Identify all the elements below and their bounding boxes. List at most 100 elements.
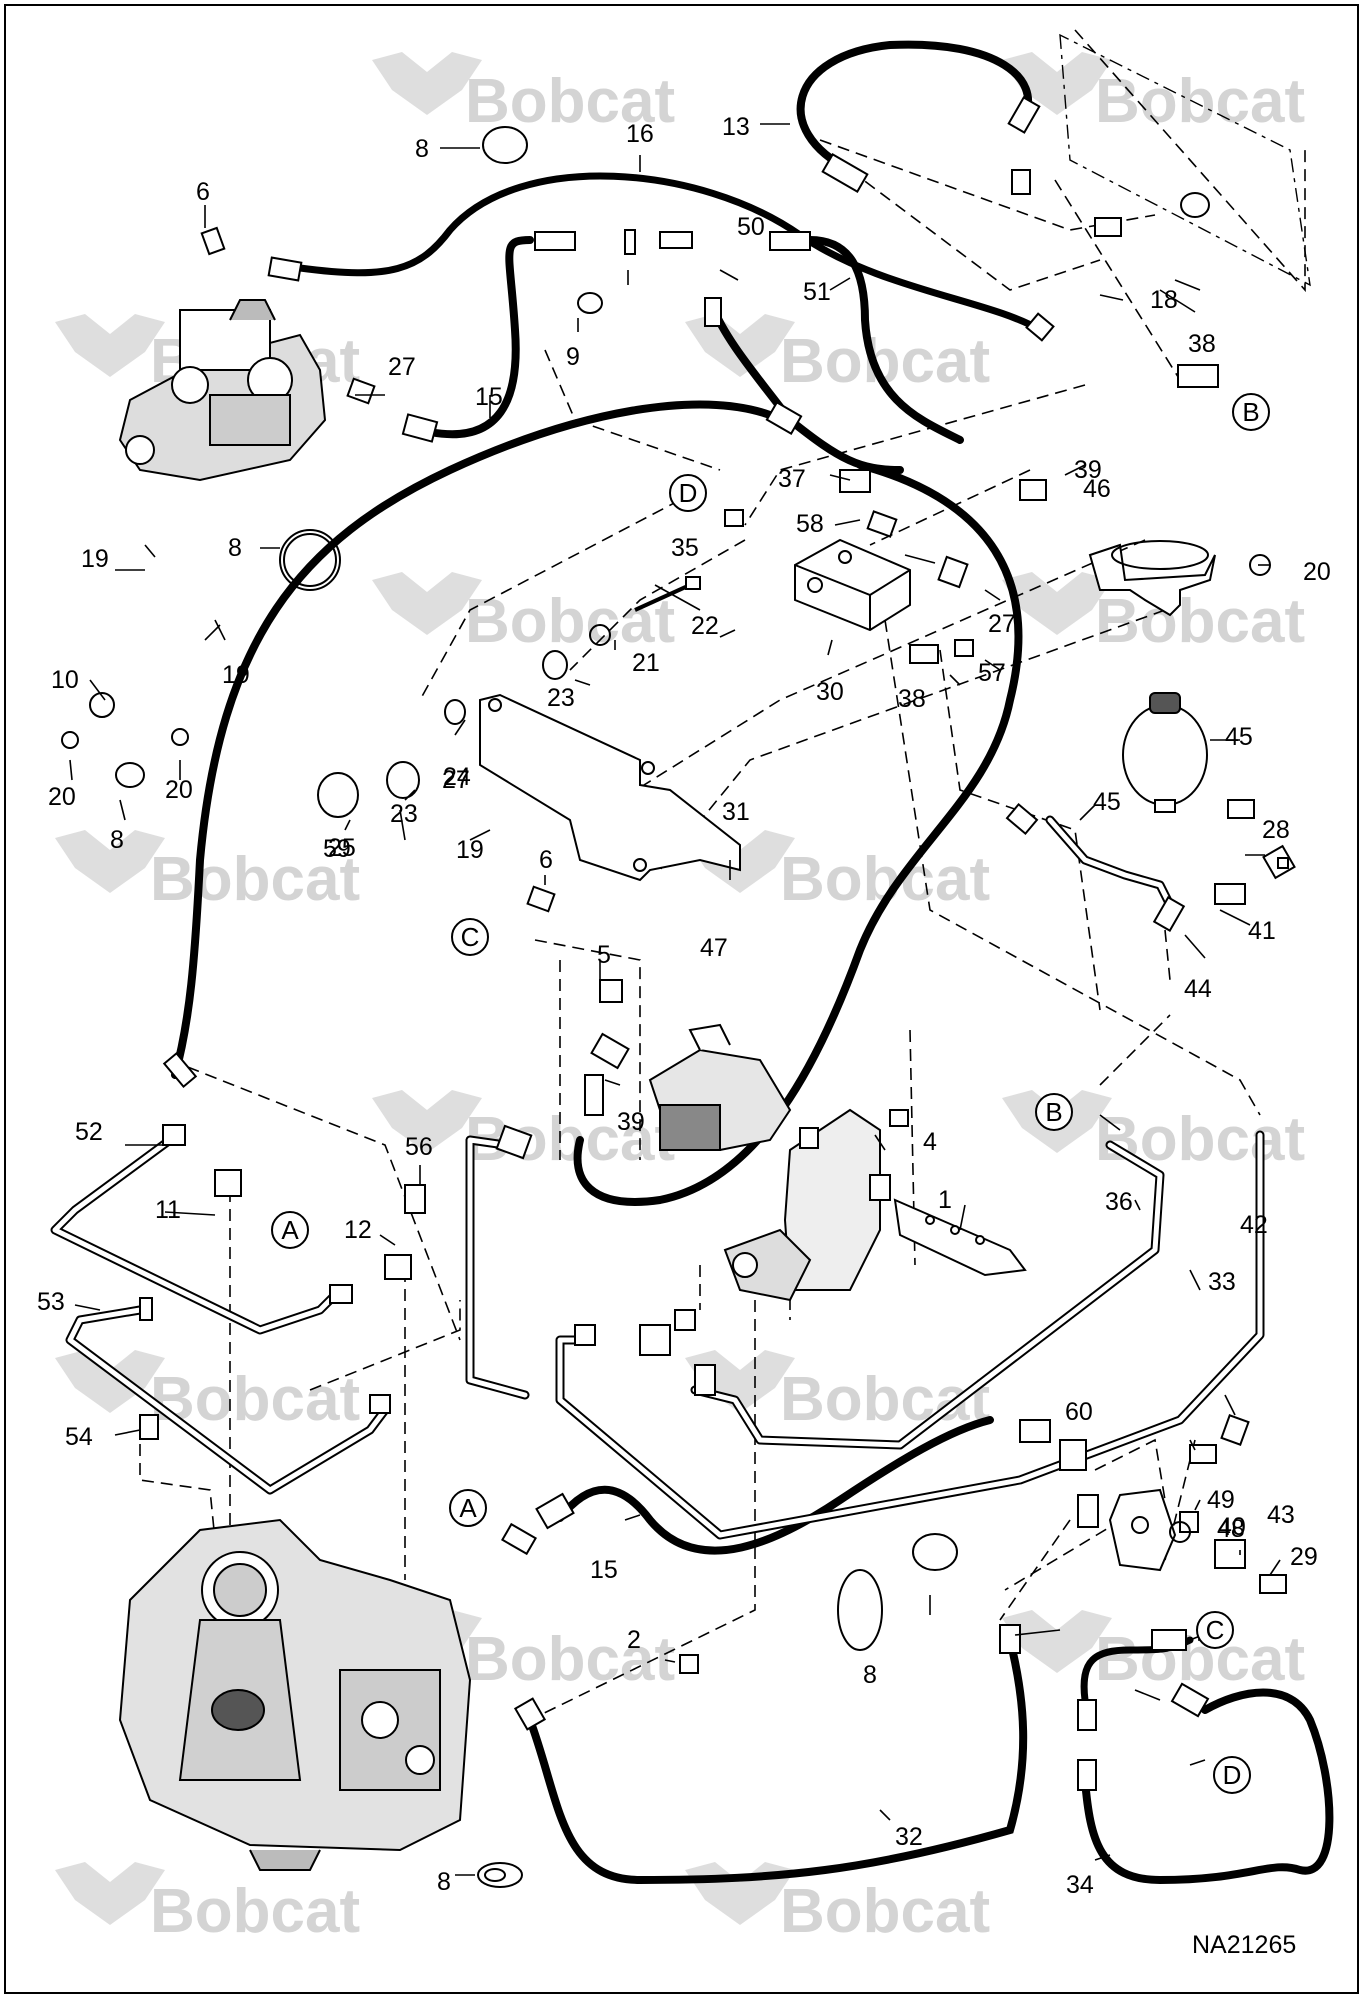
callout: 31 xyxy=(722,798,750,826)
callout: 50 xyxy=(737,213,765,241)
watermark: Bobcat xyxy=(372,52,675,136)
callout: 23 xyxy=(547,684,575,712)
bolt-22 xyxy=(634,576,701,612)
callout: 41 xyxy=(1248,917,1276,945)
callout: 1 xyxy=(938,1186,952,1214)
clamps-washers xyxy=(61,126,1271,1888)
svg-text:C: C xyxy=(461,922,480,952)
mounting-plate xyxy=(479,693,741,882)
callout: 24 xyxy=(443,763,471,791)
watermark: Bobcat xyxy=(1002,572,1305,656)
callout: 6 xyxy=(196,178,210,206)
drive-motor-housing xyxy=(118,1518,472,1871)
callout: 12 xyxy=(344,1216,372,1244)
callout: 39 xyxy=(617,1108,645,1136)
callout: 8 xyxy=(437,1868,451,1896)
callout: 40 xyxy=(1218,1513,1246,1541)
fittings xyxy=(139,96,1296,1791)
callout: 59 xyxy=(323,835,351,863)
callout: 20 xyxy=(48,783,76,811)
callout: 4 xyxy=(923,1128,937,1156)
callout: 19 xyxy=(222,661,250,689)
callout: 8 xyxy=(110,826,124,854)
callout: 60 xyxy=(1065,1398,1093,1426)
connection-tag-c: C xyxy=(1196,1611,1234,1649)
connection-tag-c: C xyxy=(451,918,489,956)
callout: 51 xyxy=(803,278,831,306)
callout: 56 xyxy=(405,1133,433,1161)
callout: 13 xyxy=(722,113,750,141)
connection-tag-b: B xyxy=(1232,393,1270,431)
svg-text:Bobcat: Bobcat xyxy=(465,67,675,136)
svg-text:Bobcat: Bobcat xyxy=(465,587,675,656)
callout: 52 xyxy=(75,1118,103,1146)
callout: 58 xyxy=(796,510,824,538)
bleed-bracket xyxy=(1108,1488,1177,1572)
callout: 28 xyxy=(1262,816,1290,844)
hose-right-loop xyxy=(573,461,1023,1206)
svg-text:Bobcat: Bobcat xyxy=(150,1877,360,1946)
svg-text:Bobcat: Bobcat xyxy=(780,1877,990,1946)
callout: 23 xyxy=(390,800,418,828)
hose-13 xyxy=(796,40,1033,174)
callout: 8 xyxy=(863,1661,877,1689)
accumulator-clamp xyxy=(1088,540,1216,617)
watermark: Bobcat xyxy=(1002,52,1305,136)
components xyxy=(61,96,1296,1888)
callout-labels: 1 2 4 5 6 6 8 8 8 8 8 9 10 11 12 13 15 1… xyxy=(37,113,1331,1899)
callout: 38 xyxy=(898,685,926,713)
svg-text:A: A xyxy=(281,1215,299,1245)
steel-tubes xyxy=(50,815,1265,1540)
callout: 48 xyxy=(1217,1515,1245,1543)
callout: 29 xyxy=(1290,1543,1318,1571)
callout: 33 xyxy=(1208,1268,1236,1296)
hose-15-lower xyxy=(556,1416,994,1555)
svg-text:D: D xyxy=(1223,1760,1242,1790)
callout: 20 xyxy=(1303,558,1331,586)
callout: 42 xyxy=(1240,1211,1268,1239)
callout: 45 xyxy=(1093,788,1121,816)
callout: 30 xyxy=(816,678,844,706)
svg-text:Bobcat: Bobcat xyxy=(150,845,360,914)
drawing-frame xyxy=(4,4,1359,1994)
callout: 32 xyxy=(895,1823,923,1851)
hose-32 xyxy=(1081,1688,1334,1885)
callout: 49 xyxy=(1207,1486,1235,1514)
drawing-number: NA21265 xyxy=(1192,1931,1296,1959)
watermark: Bobcat xyxy=(55,1862,360,1946)
callout: 38 xyxy=(1188,330,1216,358)
svg-text:A: A xyxy=(459,1493,477,1523)
callout: 19 xyxy=(456,836,484,864)
svg-text:B: B xyxy=(1045,1097,1062,1127)
dashed-center-lines xyxy=(139,29,1306,1721)
callout: 34 xyxy=(1066,1871,1094,1899)
callout: 36 xyxy=(1105,1188,1133,1216)
callout: 46 xyxy=(1083,475,1111,503)
callout: 9 xyxy=(566,343,580,371)
callout: 2 xyxy=(627,1626,641,1654)
callout: 35 xyxy=(671,534,699,562)
callout: 15 xyxy=(590,1556,618,1584)
callout: 27 xyxy=(388,353,416,381)
callout: 45 xyxy=(1225,723,1253,751)
callout: 25 xyxy=(328,834,356,862)
hose-long-loop xyxy=(171,400,774,1079)
callout: 8 xyxy=(228,534,242,562)
callout: 43 xyxy=(1267,1501,1295,1529)
svg-text:Bobcat: Bobcat xyxy=(1095,587,1305,656)
accumulator xyxy=(1122,692,1208,813)
connection-tag-d: D xyxy=(1213,1756,1251,1794)
callout: 20 xyxy=(165,776,193,804)
callout: 10 xyxy=(51,666,79,694)
connection-tag-b: B xyxy=(1035,1093,1073,1131)
callout: 19 xyxy=(81,545,109,573)
callout: 18 xyxy=(1150,286,1178,314)
svg-text:Bobcat: Bobcat xyxy=(465,1625,675,1694)
callout: 5 xyxy=(597,941,611,969)
connection-tag-a: A xyxy=(271,1211,309,1249)
hose-30 xyxy=(526,1636,1028,1885)
callout: 15 xyxy=(475,383,503,411)
callout: 27 xyxy=(442,766,470,794)
watermark: Bobcat xyxy=(55,830,360,914)
